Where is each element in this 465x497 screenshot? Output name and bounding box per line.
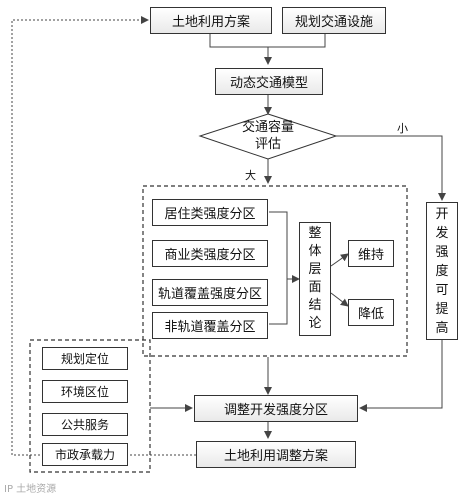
non-rail-coverage-zone-box: 非轨道覆盖分区 [152,312,268,339]
adjust-intensity-zones-box: 调整开发强度分区 [194,395,358,422]
overall-char: 论 [308,316,322,331]
dynamic-traffic-model-box: 动态交通模型 [215,68,323,95]
residential-zone-box: 居住类强度分区 [152,199,268,226]
raise-char: 可 [435,282,449,298]
traffic-facilities-box: 规划交通设施 [282,7,386,34]
commercial-zone-box: 商业类强度分区 [152,240,268,267]
capacity-evaluation-line2: 评估 [254,137,281,152]
raise-char: 发 [435,225,449,241]
overall-char: 整 [308,226,322,241]
maintain-box: 维持 [348,240,394,267]
overall-conclusion-box: 整 体 层 面 结 论 [299,222,331,336]
raise-char: 高 [435,320,449,336]
overall-char: 体 [308,244,322,259]
raise-char: 强 [435,244,449,260]
capacity-evaluation-label: 交通容量 评估 [228,119,308,153]
branch-large-label: 大 [245,169,256,182]
raise-intensity-box: 开 发 强 度 可 提 高 [426,202,458,340]
raise-char: 度 [435,263,449,279]
reduce-box: 降低 [348,299,394,326]
rail-coverage-zone-box: 轨道覆盖强度分区 [152,279,268,306]
planning-positioning-box: 规划定位 [42,347,128,370]
capacity-evaluation-diamond [198,113,338,160]
overall-char: 面 [308,280,322,295]
watermark: IP 土地资源 [4,484,57,495]
public-service-box: 公共服务 [42,413,128,436]
environmental-location-box: 环境区位 [42,380,128,403]
factors-group-frame [29,339,151,473]
branch-small-label: 小 [397,122,408,135]
raise-char: 提 [435,301,449,317]
raise-char: 开 [435,206,449,222]
overall-char: 层 [308,262,322,277]
land-use-adjustment-plan-box: 土地利用调整方案 [196,441,356,468]
overall-char: 结 [308,298,322,313]
capacity-evaluation-line1: 交通容量 [241,120,294,135]
municipal-capacity-box: 市政承载力 [42,443,128,466]
land-use-plan-box: 土地利用方案 [150,7,272,34]
